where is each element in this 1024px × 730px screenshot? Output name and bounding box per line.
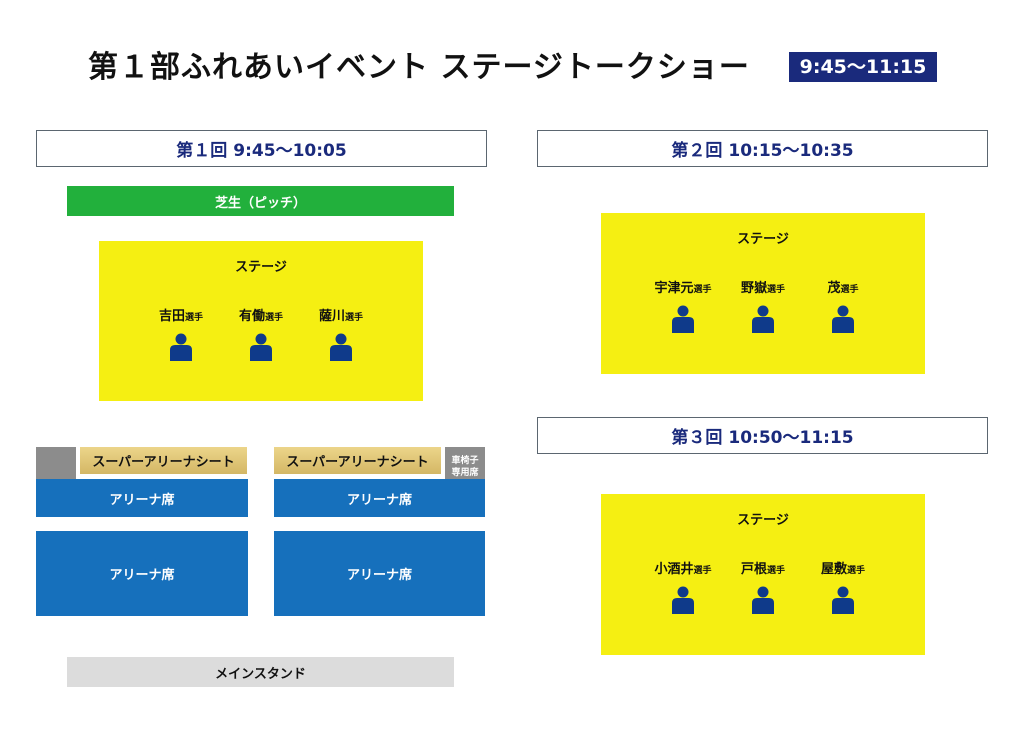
page-title: 第１部ふれあいイベント ステージトークショー [88,50,750,85]
stage-1: ステージ 吉田選手 有働選手 薩川選手 [99,241,423,401]
player-name: 吉田 [158,309,185,324]
stage-2: ステージ 宇津元選手 野嶽選手 茂選手 [601,213,925,374]
player-suffix: 選手 [265,313,284,323]
person-icon [752,586,774,614]
player-suffix: 選手 [767,285,786,295]
stage-2-label: ステージ [737,232,789,247]
player-suffix: 選手 [185,313,204,323]
player-suffix: 選手 [693,285,712,295]
player-name: 小酒井 [654,562,694,577]
player-name: 宇津元 [654,281,694,296]
stage-3-label: ステージ [737,513,789,528]
player-suffix: 選手 [840,285,859,295]
person-icon [672,586,694,614]
session-1-time: 9:45〜10:05 [233,141,347,161]
player-name: 野嶽 [740,281,767,296]
player-name: 茂 [827,281,841,296]
person-icon [832,305,854,333]
session-1-label: 第１回 [176,141,228,161]
player-1-3: 薩川選手 [301,305,381,361]
player-2-2: 野嶽選手 [723,277,803,333]
session-2-label: 第２回 [671,141,723,161]
person-icon [250,333,272,361]
player-1-2: 有働選手 [221,305,301,361]
player-2-3: 茂選手 [803,277,883,333]
person-icon [170,333,192,361]
super-arena-seat-right: スーパーアリーナシート [274,447,441,474]
super-arena-seat-left: スーパーアリーナシート [80,447,247,474]
person-icon [832,586,854,614]
player-name: 屋敷 [820,562,847,577]
session-2-header: 第２回 10:15〜10:35 [537,130,988,167]
player-suffix: 選手 [693,566,712,576]
stage-3: ステージ 小酒井選手 戸根選手 屋敷選手 [601,494,925,655]
time-range-badge: 9:45〜11:15 [789,52,937,82]
stage-1-label: ステージ [235,260,287,275]
player-1-1: 吉田選手 [141,305,221,361]
arena-seat-left-lower: アリーナ席 [36,531,248,616]
player-suffix: 選手 [767,566,786,576]
main-stand: メインスタンド [67,657,454,687]
session-3-label: 第３回 [671,428,723,448]
person-icon [330,333,352,361]
player-name: 戸根 [740,562,767,577]
session-1-header: 第１回 9:45〜10:05 [36,130,487,167]
player-suffix: 選手 [847,566,866,576]
arena-seat-left-upper: アリーナ席 [36,479,248,517]
player-3-2: 戸根選手 [723,558,803,614]
arena-seat-right-lower: アリーナ席 [274,531,485,616]
arena-seat-right-upper: アリーナ席 [274,479,485,517]
person-icon [672,305,694,333]
session-2-time: 10:15〜10:35 [728,141,854,161]
turf-pitch: 芝生（ピッチ） [67,186,454,216]
player-name: 有働 [238,309,265,324]
player-3-1: 小酒井選手 [643,558,723,614]
player-suffix: 選手 [345,313,364,323]
player-2-1: 宇津元選手 [643,277,723,333]
player-3-3: 屋敷選手 [803,558,883,614]
person-icon [752,305,774,333]
player-name: 薩川 [318,309,345,324]
session-3-header: 第３回 10:50〜11:15 [537,417,988,454]
session-3-time: 10:50〜11:15 [728,428,854,448]
